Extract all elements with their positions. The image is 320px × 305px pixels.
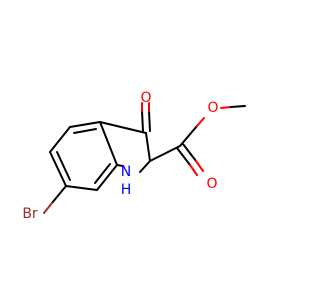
bond-c2-n1 [139,160,151,173]
structure-canvas: O O O N H Br [22,90,246,222]
atom-label-oxygen-ester-single: O [207,100,218,116]
ketone-double-bond [141,102,151,132]
ester-group [149,105,246,176]
bond-c6-c7 [65,185,98,191]
atom-label-bromine: Br [22,206,38,222]
bond-c3a-c4 [69,121,101,128]
atom-label-nitrogen: N [121,164,131,180]
five-ring [99,121,151,173]
bond-c3-c2 [145,132,151,162]
bromo-bond [43,185,67,214]
atom-label-oxygen-ketone: O [140,90,151,106]
benzene-ring [49,121,118,191]
bond-c7-c7a [96,164,118,191]
bond-c7a-c3a [99,121,118,166]
bond-c4-c5 [49,126,71,153]
inner-bond-c3a-c4 [73,128,97,134]
bond-c2-ccarbonyl [149,145,181,162]
bond-n1-c7a [116,164,124,167]
atom-label-oxygen-ester-double: O [206,176,217,192]
inner-bond-c7-c7a [94,163,111,184]
molecule-structure: O O O N H Br [22,90,246,222]
bond-c5-c6 [49,151,67,187]
atom-label-hydrogen-on-nitrogen: H [121,182,132,198]
bond-c3a-c3 [99,121,147,134]
inner-bond-c5-c6 [56,151,71,181]
